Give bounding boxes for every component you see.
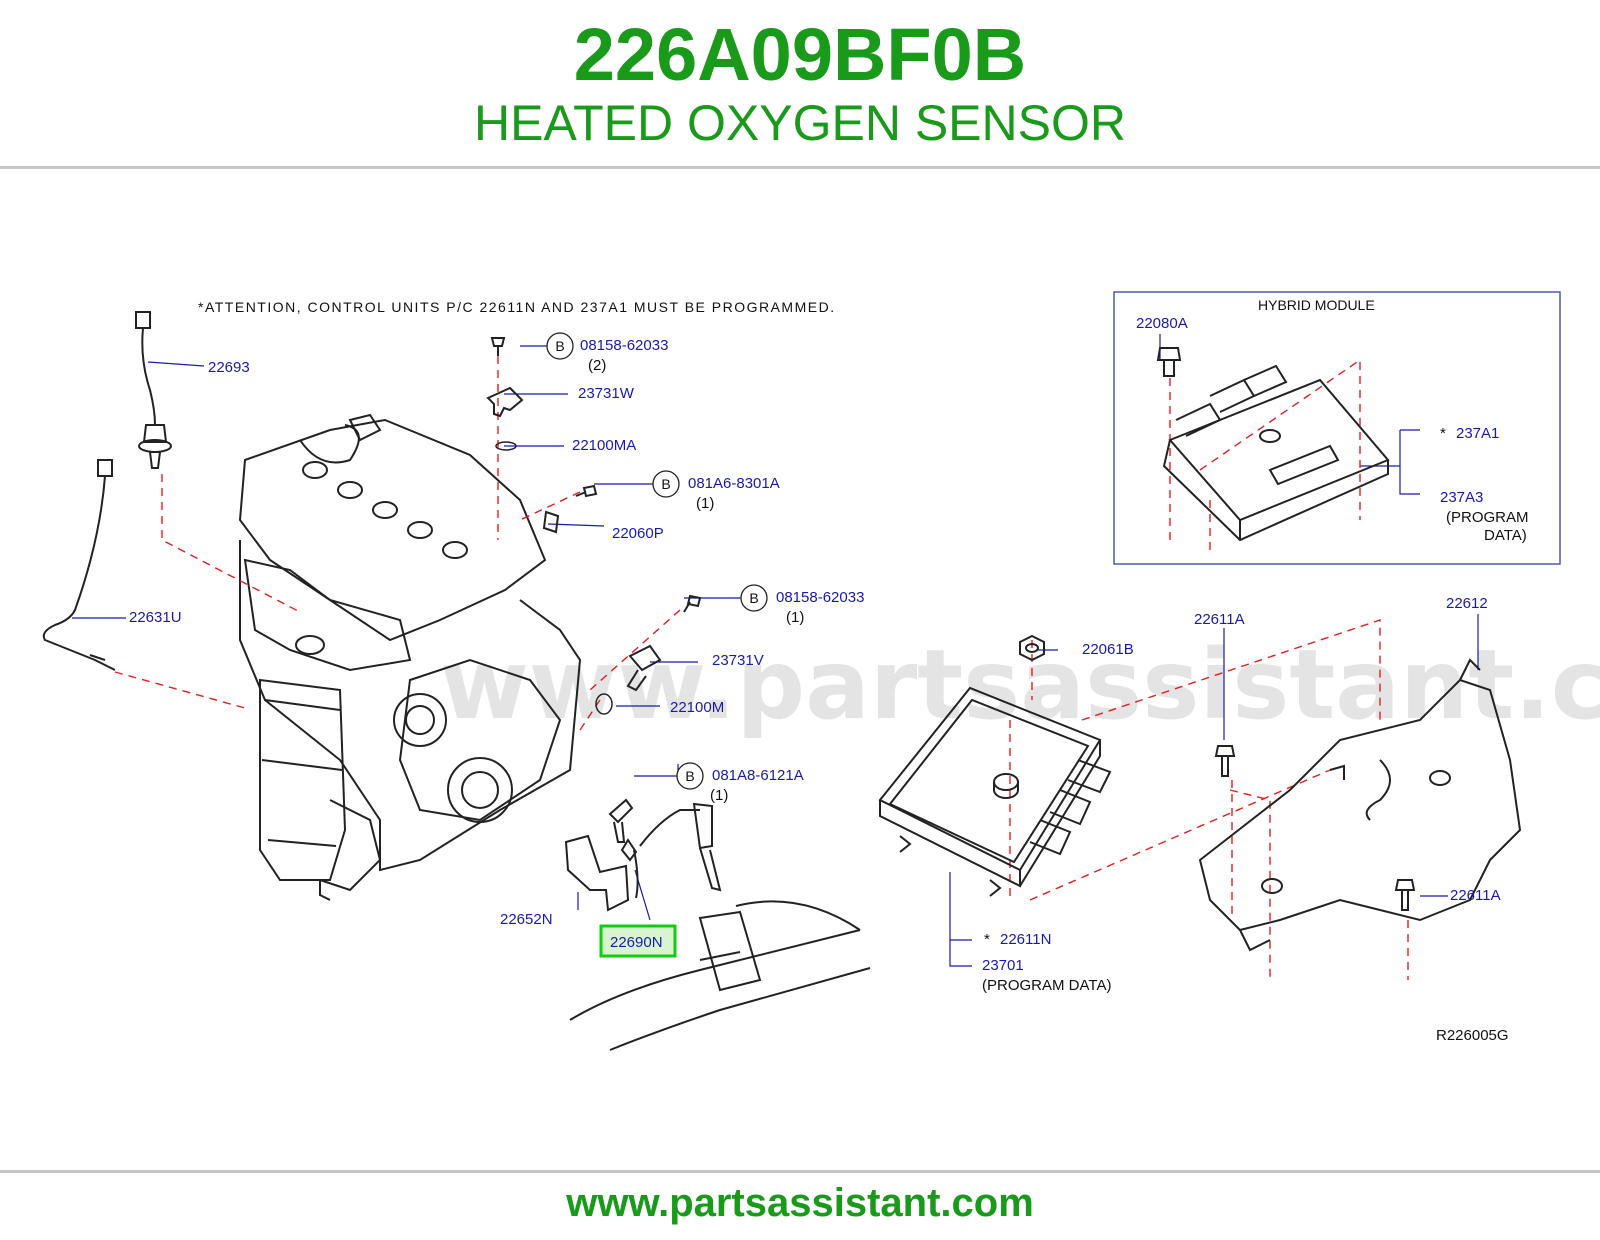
part-label-08158-62033-b[interactable]: 08158-62033 — [776, 589, 864, 606]
part-label-081A8-6121A[interactable]: 081A8-6121A — [712, 767, 804, 784]
sensor-23731V-illustration — [626, 644, 662, 692]
asterisk-22611N: * — [984, 931, 990, 948]
oxygen-sensor-22690N-illustration — [608, 798, 722, 899]
leader-lines — [72, 334, 1479, 967]
bolt-22611A-right-illustration — [1394, 879, 1416, 911]
attention-note: *ATTENTION, CONTROL UNITS P/C 22611N AND… — [198, 299, 836, 315]
header-divider — [0, 166, 1600, 169]
program-data-label: (PROGRAM DATA) — [982, 977, 1111, 994]
nut-22061B-illustration — [1019, 634, 1045, 662]
bolt-08158-2-illustration — [683, 594, 702, 613]
part-label-22611A-right[interactable]: 22611A — [1450, 887, 1501, 904]
quantity-1-a: (1) — [696, 495, 714, 512]
part-label-22080A[interactable]: 22080A — [1136, 315, 1188, 332]
bolt-22611A-top-illustration — [1214, 745, 1236, 777]
oring-22100M-illustration — [595, 693, 613, 715]
part-label-22100M[interactable]: 22100M — [670, 699, 724, 716]
svg-text:B: B — [749, 590, 758, 606]
part-label-22631U[interactable]: 22631U — [129, 609, 182, 626]
svg-text:B: B — [685, 768, 694, 784]
data-label: DATA) — [1484, 527, 1527, 544]
asterisk-237A1: * — [1440, 425, 1446, 442]
part-label-081A6-8301A[interactable]: 081A6-8301A — [688, 475, 780, 492]
part-label-23701[interactable]: 23701 — [982, 957, 1024, 974]
part-label-22611N[interactable]: 22611N — [1000, 931, 1051, 948]
bolt-081A6-illustration — [575, 484, 598, 498]
part-labels: 22693 22631U 08158-62033 (2) 23731W 2210… — [129, 315, 1529, 994]
part-label-22061B[interactable]: 22061B — [1082, 641, 1134, 658]
part-label-08158-62033-a[interactable]: 08158-62033 — [580, 337, 668, 354]
highlight-box-22690N — [599, 924, 677, 958]
part-label-22612[interactable]: 22612 — [1446, 595, 1488, 612]
program-label: (PROGRAM — [1446, 509, 1529, 526]
part-label-237A3[interactable]: 237A3 — [1440, 489, 1483, 506]
svg-text:B: B — [661, 476, 670, 492]
part-number-title: 226A09BF0B — [573, 13, 1027, 96]
part-label-22690N[interactable]: 22690N — [610, 934, 663, 951]
hybrid-module-illustration — [1162, 364, 1390, 542]
part-label-22693[interactable]: 22693 — [208, 359, 250, 376]
part-label-22611A-top[interactable]: 22611A — [1194, 611, 1245, 628]
svg-text:B: B — [555, 338, 564, 354]
bracket-22612-illustration — [1198, 658, 1522, 952]
engine-block-illustration — [238, 413, 582, 901]
bolt-callout-b-4: B — [676, 762, 704, 790]
quantity-2: (2) — [588, 357, 606, 374]
bolt-callout-b-3: B — [740, 584, 768, 612]
bolt-callout-b-1: B — [546, 332, 574, 360]
spacer-22060P-illustration — [542, 510, 560, 534]
sensor-22631U-illustration — [42, 459, 116, 671]
page-header: 226A09BF0B HEATED OXYGEN SENSOR — [0, 0, 1600, 168]
part-label-237A1[interactable]: 237A1 — [1456, 425, 1499, 442]
footer-divider — [0, 1170, 1600, 1173]
bracket-22652N-illustration — [564, 834, 630, 912]
sensor-23731W-illustration — [486, 386, 524, 418]
part-label-22652N[interactable]: 22652N — [500, 911, 553, 928]
footer-url[interactable]: www.partsassistant.com — [566, 1181, 1034, 1225]
bolt-08158-illustration — [490, 337, 506, 356]
hybrid-module-box — [1113, 291, 1561, 565]
bolt-callout-b-2: B — [652, 470, 680, 498]
part-label-22060P[interactable]: 22060P — [612, 525, 664, 542]
ecu-23701-illustration — [878, 686, 1112, 897]
sensor-22693-illustration — [135, 311, 172, 469]
hybrid-module-title: HYBRID MODULE — [1258, 297, 1375, 313]
quantity-1-b: (1) — [786, 609, 804, 626]
quantity-1-c: (1) — [710, 787, 728, 804]
part-label-23731V[interactable]: 23731V — [712, 652, 764, 669]
exhaust-pipe-illustration — [569, 900, 871, 1051]
part-name-subtitle: HEATED OXYGEN SENSOR — [474, 95, 1126, 151]
bolt-22080A-illustration — [1156, 347, 1182, 377]
part-label-23731W[interactable]: 23731W — [578, 385, 635, 402]
part-label-22100MA[interactable]: 22100MA — [572, 437, 636, 454]
oring-22100MA-illustration — [495, 441, 517, 451]
drawing-reference: R226005G — [1436, 1027, 1509, 1044]
